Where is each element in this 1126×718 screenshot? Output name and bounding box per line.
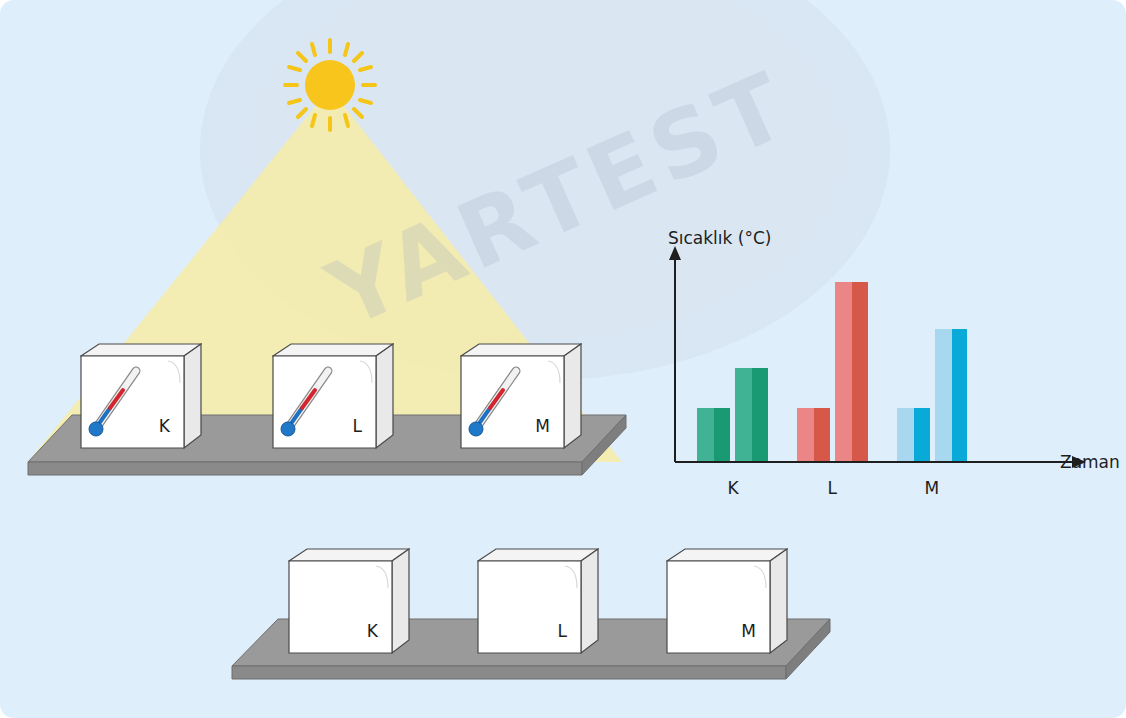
cube-outline: [477, 548, 599, 654]
cube-label: K: [367, 623, 378, 640]
axis-title: Zaman: [1060, 454, 1120, 471]
axis-title: Sıcaklık (°C): [668, 230, 771, 247]
bar-label: L: [828, 480, 837, 497]
cube: L: [272, 343, 394, 449]
cube-label: K: [159, 418, 170, 435]
cube-outline: [272, 343, 394, 449]
cube-outline: [460, 343, 582, 449]
cube-label: M: [535, 418, 550, 435]
cube-outline: [80, 343, 202, 449]
cube: L: [477, 548, 599, 654]
cube-label: L: [353, 418, 362, 435]
cube-label: L: [558, 623, 567, 640]
cube-outline: [666, 548, 788, 654]
cube-outline: [288, 548, 410, 654]
cube-label: M: [741, 623, 756, 640]
bar-label: K: [728, 480, 739, 497]
cube: M: [460, 343, 582, 449]
cube: K: [288, 548, 410, 654]
cube: K: [80, 343, 202, 449]
cube: M: [666, 548, 788, 654]
bar-label: M: [925, 480, 940, 497]
